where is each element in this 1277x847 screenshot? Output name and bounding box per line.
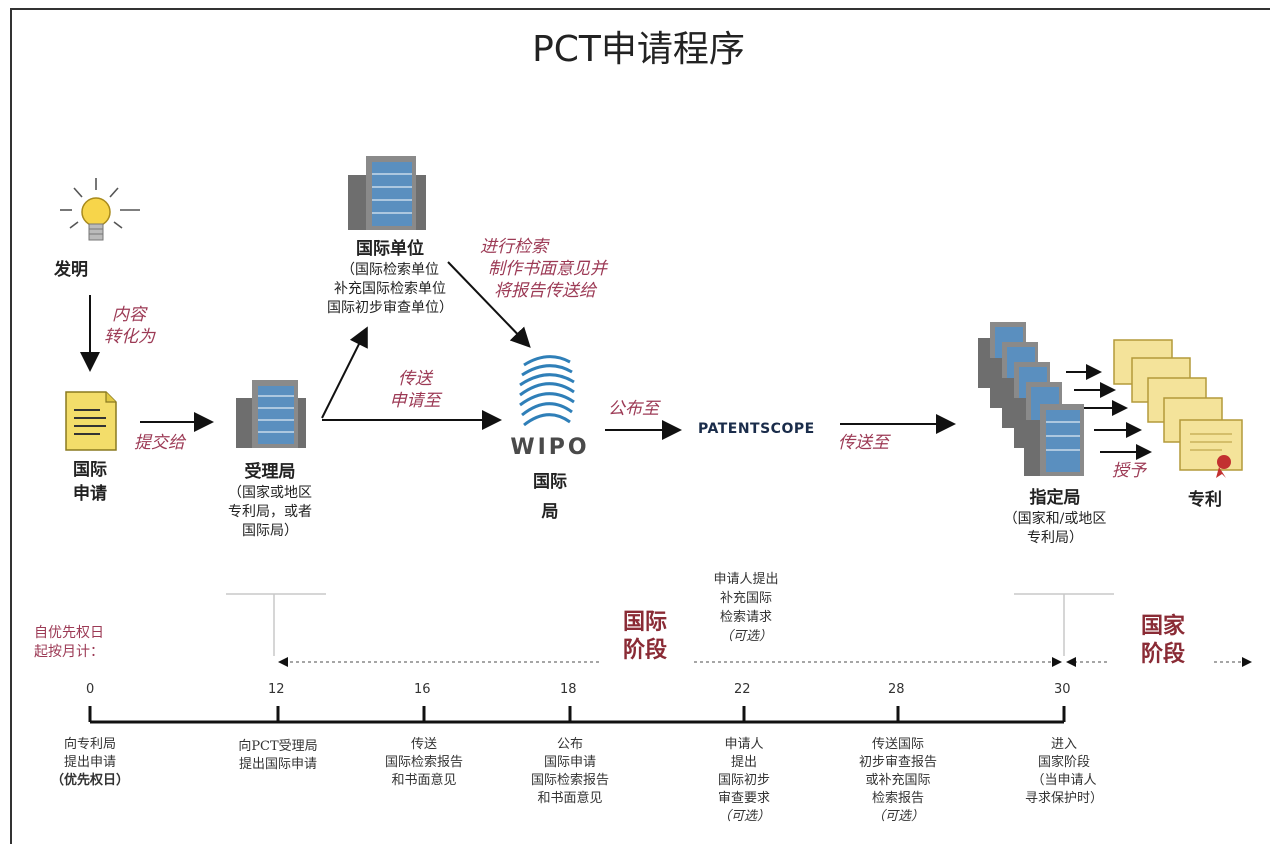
receiving-office-block: 受理局 （国家或地区 专利局，或者 国际局） — [200, 460, 340, 541]
intl-bureau-label: 国际 局 — [533, 472, 567, 522]
tick-label: 22 — [734, 682, 751, 697]
invention-label: 发明 — [54, 260, 88, 280]
timeline-phase-guides — [226, 593, 1114, 656]
submit-arrow-label: 提交给 — [134, 433, 185, 453]
receiving-office-label: 受理局 — [244, 462, 296, 482]
national-phase-label: 国家 阶段 — [1140, 613, 1185, 667]
building-stack-icon — [978, 322, 1084, 476]
intl-authority-label: 国际单位 — [356, 239, 424, 259]
arrow-to-authority — [321, 326, 368, 419]
transmit-to-arrow-label: 传送至 — [838, 433, 889, 453]
tick-label: 18 — [560, 682, 577, 697]
convert-arrow-label: 内容 转化为 — [104, 305, 155, 347]
supplementary-search-note: 申请人提出 补充国际 检索请求 （可选） — [713, 572, 779, 644]
priority-note: 自优先权日 起按月计： — [34, 625, 104, 660]
application-label: 国际 申请 — [73, 460, 107, 504]
tick-label: 30 — [1054, 682, 1071, 697]
tick-label: 28 — [888, 682, 905, 697]
timeline-event-3: 公布 国际申请 国际检索报告 和书面意见 — [530, 737, 609, 806]
arrow-authority-to-wipo — [447, 261, 531, 348]
timeline-event-6: 进入 国家阶段 （当申请人 寻求保护时） — [1024, 737, 1103, 806]
timeline-event-1: 向PCT受理局 提出国际申请 — [238, 739, 318, 772]
wipo-logo-text: WIPO — [510, 435, 590, 460]
grant-arrow-label: 授予 — [1112, 461, 1146, 481]
intl-phase-label: 国际 阶段 — [622, 609, 667, 663]
designated-office-label: 指定局 — [1029, 488, 1081, 508]
timeline-ticks — [88, 706, 1066, 722]
timeline-event-5: 传送国际 初步审查报告 或补充国际 检索报告 （可选） — [858, 737, 937, 824]
tick-label: 0 — [86, 682, 95, 697]
designated-office-block: 指定局 （国家和/或地区 专利局） — [985, 486, 1125, 548]
timeline-event-2: 传送 国际检索报告 和书面意见 — [384, 737, 463, 788]
building-icon-authority — [348, 156, 426, 230]
diagram-title: PCT申请程序 — [532, 29, 745, 70]
transmit-arrow-label: 传送 申请至 — [389, 369, 441, 411]
tick-label: 16 — [414, 682, 431, 697]
intl-authority-block: 国际单位 （国际检索单位 补充国际检索单位 国际初步审查单位） — [300, 237, 480, 318]
patent-label: 专利 — [1188, 490, 1222, 510]
publish-arrow-label: 公布至 — [608, 399, 659, 419]
certificate-stack-icon — [1113, 339, 1243, 478]
diagram-frame — [10, 8, 1270, 844]
search-arrow-label: 进行检索 制作书面意见并 将报告传送给 — [480, 237, 607, 301]
wipo-logo-icon — [519, 355, 575, 427]
timeline-event-0: 向专利局 提出申请 （优先权日） — [50, 737, 129, 788]
document-icon — [65, 391, 117, 451]
building-icon-receiving — [236, 380, 306, 448]
patentscope-label: PATENTSCOPE — [698, 421, 815, 437]
tick-label: 12 — [268, 682, 285, 697]
timeline-event-4: 申请人 提出 国际初步 审查要求 （可选） — [717, 737, 770, 824]
lightbulb-icon — [60, 178, 140, 241]
